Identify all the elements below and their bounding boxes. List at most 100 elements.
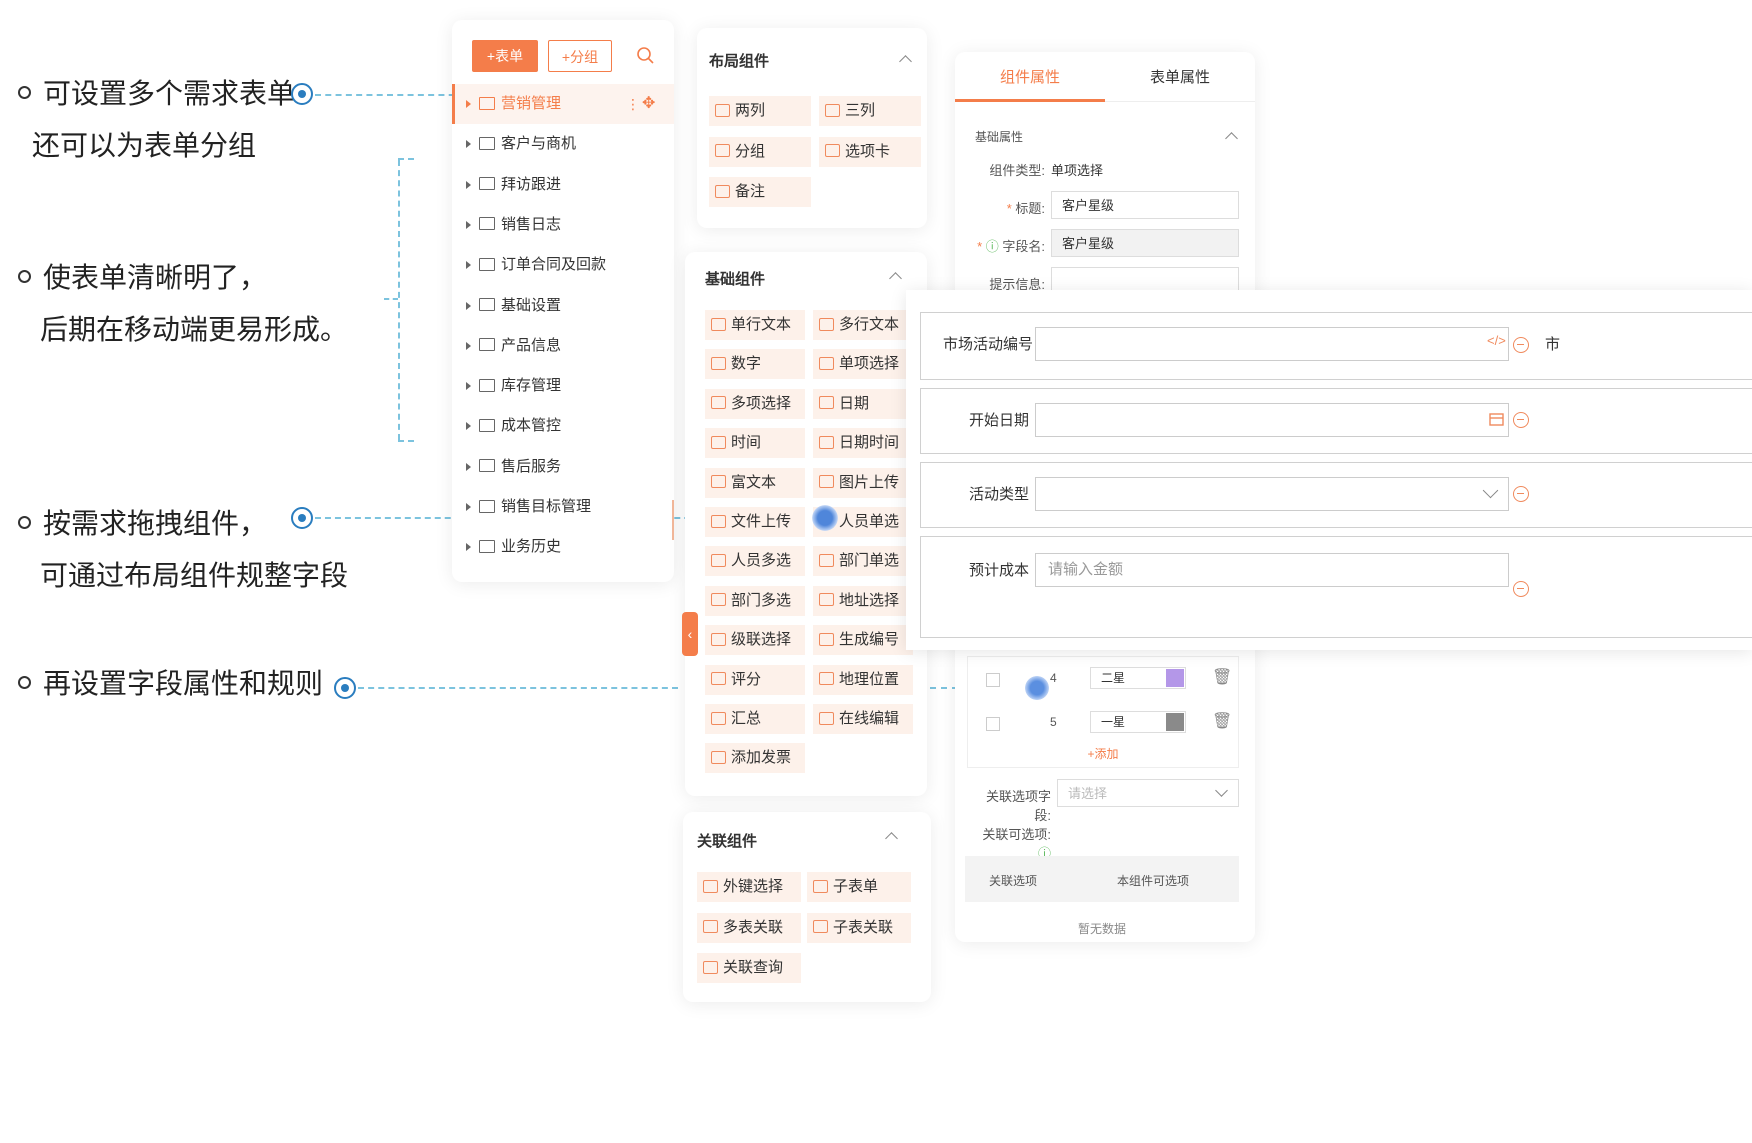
field-input[interactable] xyxy=(1035,403,1509,437)
more-icon[interactable]: ⋮ xyxy=(626,96,640,112)
remove-field-icon[interactable] xyxy=(1513,581,1529,597)
component-chip[interactable]: 日期 xyxy=(813,388,913,419)
drag-handle-icon[interactable]: ✥ xyxy=(642,95,656,112)
expand-arrow-icon[interactable] xyxy=(466,180,471,189)
component-chip[interactable]: 选项卡 xyxy=(819,136,921,167)
form-list-item[interactable]: 订单合同及回款 xyxy=(466,243,606,287)
add-option-link[interactable]: +添加 xyxy=(1087,747,1119,761)
option-checkbox[interactable] xyxy=(986,673,1000,687)
cursor-indicator-icon xyxy=(1025,676,1049,700)
component-chip[interactable]: 部门单选 xyxy=(813,546,913,577)
component-chip[interactable]: 添加发票 xyxy=(705,743,805,774)
component-icon xyxy=(819,593,834,607)
collapse-icon[interactable] xyxy=(1225,132,1238,145)
component-chip[interactable]: 富文本 xyxy=(705,467,805,498)
component-chip[interactable]: 多行文本 xyxy=(813,310,913,340)
remove-field-icon[interactable] xyxy=(1513,486,1529,502)
expand-arrow-icon[interactable] xyxy=(466,341,471,350)
expand-arrow-icon[interactable] xyxy=(466,100,471,109)
remove-field-icon[interactable] xyxy=(1513,337,1529,353)
calendar-icon[interactable] xyxy=(1489,412,1505,427)
add-form-button[interactable]: +表单 xyxy=(472,40,538,72)
expand-arrow-icon[interactable] xyxy=(466,462,471,471)
component-chip[interactable]: 关联查询 xyxy=(697,953,801,983)
code-icon[interactable]: </> xyxy=(1487,333,1506,348)
component-chip[interactable]: 外键选择 xyxy=(697,872,801,902)
component-chip-label: 在线编辑 xyxy=(839,710,900,727)
component-chip[interactable]: 评分 xyxy=(705,664,805,695)
expand-arrow-icon[interactable] xyxy=(466,220,471,229)
component-icon xyxy=(819,553,834,567)
search-icon[interactable] xyxy=(636,46,656,66)
add-group-button[interactable]: +分组 xyxy=(548,40,612,72)
field-input[interactable] xyxy=(1035,327,1509,361)
option-input[interactable]: 二星 xyxy=(1090,667,1186,689)
component-chip[interactable]: 分组 xyxy=(709,136,811,167)
expand-arrow-icon[interactable] xyxy=(466,261,471,270)
component-chip[interactable]: 子表关联 xyxy=(807,912,911,943)
component-chip[interactable]: 时间 xyxy=(705,428,805,459)
component-chip[interactable]: 图片上传 xyxy=(813,467,913,498)
component-chip[interactable]: 地址选择 xyxy=(813,585,913,616)
expand-arrow-icon[interactable] xyxy=(466,503,471,512)
collapse-panel-icon[interactable]: ‹ xyxy=(682,612,698,656)
form-list-item[interactable]: 产品信息 xyxy=(466,324,561,368)
form-list-item[interactable]: 销售日志 xyxy=(466,203,561,247)
component-chip[interactable]: 地理位置 xyxy=(813,664,913,695)
component-chip[interactable]: 部门多选 xyxy=(705,585,805,616)
component-chip[interactable]: 数字 xyxy=(705,349,805,380)
title-input[interactable]: 客户星级 xyxy=(1051,191,1239,219)
option-color-swatch[interactable] xyxy=(1166,713,1184,731)
form-list-item[interactable]: 成本管控 xyxy=(466,404,561,448)
tab-component-properties[interactable]: 组件属性 xyxy=(955,52,1105,102)
related-field-select[interactable]: 请选择 xyxy=(1057,779,1239,807)
collapse-icon[interactable] xyxy=(885,832,898,845)
component-chip[interactable]: 单行文本 xyxy=(705,310,805,340)
component-chip[interactable]: 三列 xyxy=(819,96,921,126)
delete-icon[interactable]: 🗑︎ xyxy=(1212,713,1233,730)
expand-arrow-icon[interactable] xyxy=(466,382,471,391)
form-list-item[interactable]: 销售目标管理 xyxy=(466,485,591,529)
component-chip[interactable]: 备注 xyxy=(709,177,811,207)
form-list-item[interactable]: 客户与商机 xyxy=(466,122,576,166)
form-list-item[interactable]: 业务历史 xyxy=(466,525,561,569)
collapse-icon[interactable] xyxy=(899,55,912,68)
component-chip[interactable]: 级联选择 xyxy=(705,625,805,656)
component-chip[interactable]: 在线编辑 xyxy=(813,704,913,734)
option-color-swatch[interactable] xyxy=(1166,669,1184,687)
form-list-item[interactable]: 售后服务 xyxy=(466,445,561,489)
tab-form-properties[interactable]: 表单属性 xyxy=(1105,52,1255,102)
component-chip[interactable]: 两列 xyxy=(709,96,811,126)
collapse-icon[interactable] xyxy=(889,272,902,285)
expand-arrow-icon[interactable] xyxy=(466,422,471,431)
form-list-item[interactable]: 基础设置 xyxy=(466,284,561,328)
component-chip[interactable]: 生成编号 xyxy=(813,625,913,656)
option-checkbox[interactable] xyxy=(986,717,1000,731)
form-list-item[interactable]: 库存管理 xyxy=(466,364,561,408)
component-chip[interactable]: 汇总 xyxy=(705,704,805,734)
field-name-input[interactable]: 客户星级 xyxy=(1051,229,1239,257)
component-chip[interactable]: 子表单 xyxy=(807,872,911,902)
form-list-item[interactable]: 拜访跟进 xyxy=(466,163,561,207)
field-row[interactable]: 预计成本 请输入金额 xyxy=(920,536,1752,638)
option-input[interactable]: 一星 xyxy=(1090,711,1186,733)
field-row[interactable]: 开始日期 xyxy=(920,388,1752,454)
component-chip[interactable]: 日期时间 xyxy=(813,428,913,459)
component-chip[interactable]: 文件上传 xyxy=(705,507,805,537)
form-list-item[interactable]: 营销管理 xyxy=(466,82,561,126)
field-row[interactable]: 市场活动编号 </> 市 xyxy=(920,312,1752,380)
component-chip[interactable]: 人员多选 xyxy=(705,546,805,577)
field-row[interactable]: 活动类型 xyxy=(920,462,1752,528)
component-chip[interactable]: 多项选择 xyxy=(705,388,805,419)
component-chip[interactable]: 多表关联 xyxy=(697,912,801,943)
expand-arrow-icon[interactable] xyxy=(466,543,471,552)
amount-input[interactable]: 请输入金额 xyxy=(1035,553,1509,587)
field-select[interactable] xyxy=(1035,477,1509,511)
delete-icon[interactable]: 🗑︎ xyxy=(1212,669,1233,686)
component-chip-label: 添加发票 xyxy=(731,749,792,767)
expand-arrow-icon[interactable] xyxy=(466,301,471,310)
remove-field-icon[interactable] xyxy=(1513,412,1529,428)
expand-arrow-icon[interactable] xyxy=(466,140,471,149)
scrollbar[interactable] xyxy=(672,500,674,540)
component-chip[interactable]: 单项选择 xyxy=(813,349,913,380)
